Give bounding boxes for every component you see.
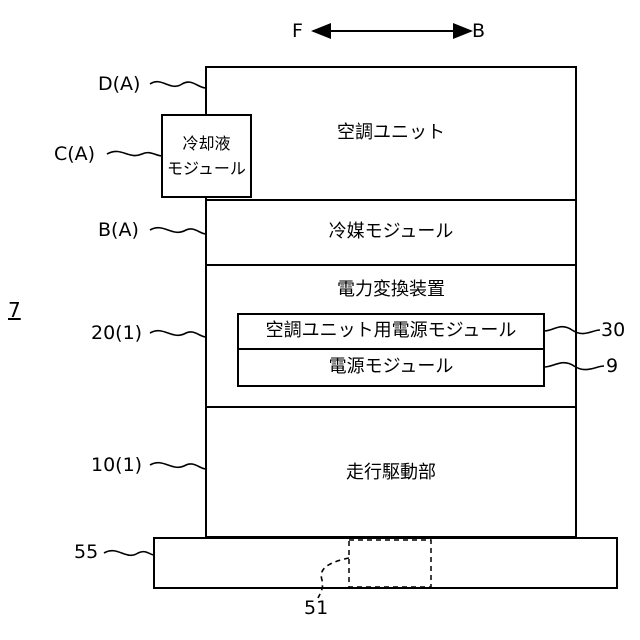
coolant-module-label-line1: 冷却液 — [162, 136, 251, 152]
leader-base — [104, 551, 154, 556]
ac-unit-label: 空調ユニット — [206, 124, 576, 142]
leader-d — [150, 82, 206, 88]
leader-drive — [150, 463, 206, 469]
leader-power-module — [544, 363, 604, 370]
coolant-module-label-line2: モジュール — [162, 161, 251, 177]
ref-mount: 51 — [304, 599, 328, 618]
ref-c: C(A) — [54, 145, 95, 164]
back-label: B — [472, 22, 485, 41]
figure-number: 7 — [8, 298, 21, 322]
ref-ac-power: 30 — [601, 321, 625, 340]
ref-base: 55 — [74, 543, 98, 562]
ac-unit-power-module-label: 空調ユニット用電源モジュール — [238, 322, 544, 340]
leader-b — [150, 228, 206, 234]
drive-unit-label: 走行駆動部 — [206, 464, 576, 482]
ref-power-module: 9 — [606, 357, 618, 376]
mount-area — [349, 540, 431, 587]
leader-mount — [318, 558, 349, 598]
leader-power — [150, 331, 206, 337]
ref-b: B(A) — [98, 221, 139, 240]
front-label: F — [292, 22, 303, 41]
leader-ac-power — [544, 327, 600, 334]
power-module-label: 電源モジュール — [238, 358, 544, 376]
ref-d: D(A) — [98, 75, 140, 94]
base-plate — [154, 538, 617, 588]
refrigerant-module-label: 冷媒モジュール — [206, 223, 576, 241]
ref-power: 20(1) — [91, 324, 142, 343]
ref-drive: 10(1) — [91, 456, 142, 475]
leader-c — [107, 151, 162, 156]
power-conversion-label: 電力変換装置 — [206, 281, 576, 299]
